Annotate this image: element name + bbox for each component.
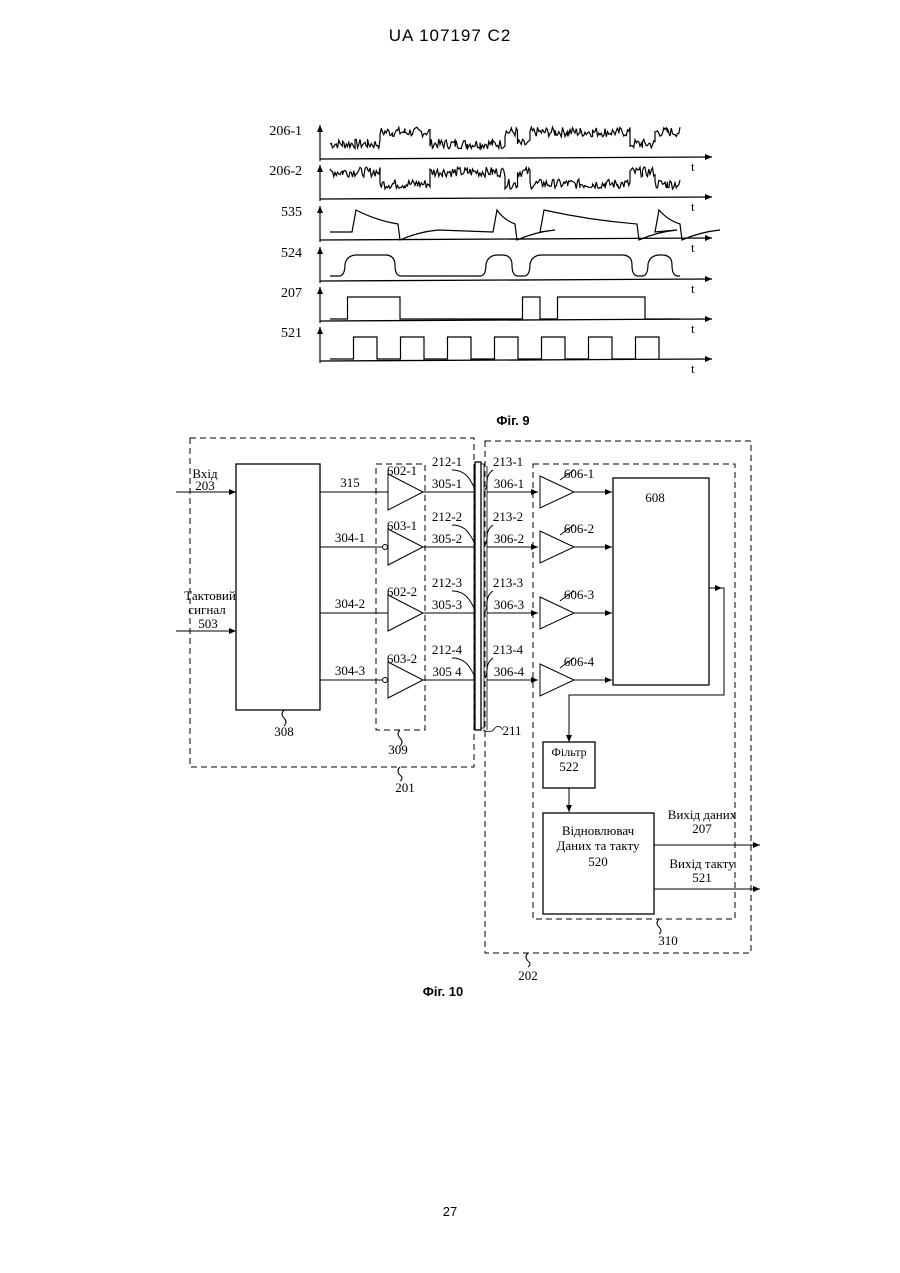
transmitter-603-1 bbox=[388, 529, 423, 565]
receiver-label: 606-3 bbox=[564, 587, 594, 602]
tx-out-label: 305-3 bbox=[432, 597, 462, 612]
label-608: 608 bbox=[645, 490, 665, 505]
link-in-label: 212-3 bbox=[432, 575, 462, 590]
rx-in-label: 306-4 bbox=[494, 664, 525, 679]
line-label: 315 bbox=[340, 475, 360, 490]
tx-out-label: 305-1 bbox=[432, 476, 462, 491]
transmitter-label: 602-2 bbox=[387, 584, 417, 599]
receiver-label: 606-4 bbox=[564, 654, 595, 669]
recovery-line1: Відновлювач bbox=[562, 823, 635, 838]
line-label: 304-3 bbox=[335, 663, 365, 678]
label-202: 202 bbox=[518, 968, 538, 983]
block-608 bbox=[613, 478, 709, 685]
line-label: 304-2 bbox=[335, 596, 365, 611]
data-out-number: 207 bbox=[692, 821, 712, 836]
recovery-number: 520 bbox=[588, 854, 608, 869]
link-out-label: 213-3 bbox=[493, 575, 523, 590]
transmitter-603-2 bbox=[388, 662, 423, 698]
clock-number: 503 bbox=[198, 616, 218, 631]
link-out-label: 213-2 bbox=[493, 509, 523, 524]
coupler-211 bbox=[475, 462, 481, 730]
rx-in-label: 306-2 bbox=[494, 531, 524, 546]
link-out-label: 213-1 bbox=[493, 454, 523, 469]
link-in-label: 212-2 bbox=[432, 509, 462, 524]
label-308: 308 bbox=[274, 724, 294, 739]
figure-10-block-diagram: Вхід 203 Тактовий сигнал 503 308 309 201… bbox=[0, 0, 900, 1010]
receiver-label: 606-2 bbox=[564, 521, 594, 536]
clock-label-line1: Тактовий bbox=[184, 588, 236, 603]
label-309: 309 bbox=[388, 742, 408, 757]
link-out-label: 213-4 bbox=[493, 642, 524, 657]
input-number: 203 bbox=[195, 478, 215, 493]
transmitter-label: 602-1 bbox=[387, 463, 417, 478]
figure-10-caption: Фіг. 10 bbox=[423, 984, 464, 999]
receiver-label: 606-1 bbox=[564, 466, 594, 481]
filter-label: Фільтр bbox=[551, 745, 586, 759]
clock-label-line2: сигнал bbox=[188, 602, 226, 617]
label-310: 310 bbox=[658, 933, 678, 948]
label-211: 211 bbox=[502, 723, 521, 738]
recovery-line2: Даних та такту bbox=[557, 838, 640, 853]
rx-in-label: 306-1 bbox=[494, 476, 524, 491]
link-in-label: 212-4 bbox=[432, 642, 463, 657]
link-in-label: 212-1 bbox=[432, 454, 462, 469]
transmitter-label: 603-2 bbox=[387, 651, 417, 666]
block-308 bbox=[236, 464, 320, 710]
data-out-label: Вихід даних bbox=[668, 807, 737, 822]
line-label: 304-1 bbox=[335, 530, 365, 545]
transmitter-label: 603-1 bbox=[387, 518, 417, 533]
rx-in-label: 306-3 bbox=[494, 597, 524, 612]
tx-out-label: 305-2 bbox=[432, 531, 462, 546]
transmitter-602-2 bbox=[388, 595, 423, 631]
clock-out-number: 521 bbox=[692, 870, 712, 885]
transmitter-602-1 bbox=[388, 474, 423, 510]
page-number: 27 bbox=[0, 1204, 900, 1219]
tx-out-label: 305 4 bbox=[432, 664, 462, 679]
label-201: 201 bbox=[395, 780, 415, 795]
clock-out-label: Вихід такту bbox=[669, 856, 735, 871]
filter-number: 522 bbox=[559, 759, 579, 774]
